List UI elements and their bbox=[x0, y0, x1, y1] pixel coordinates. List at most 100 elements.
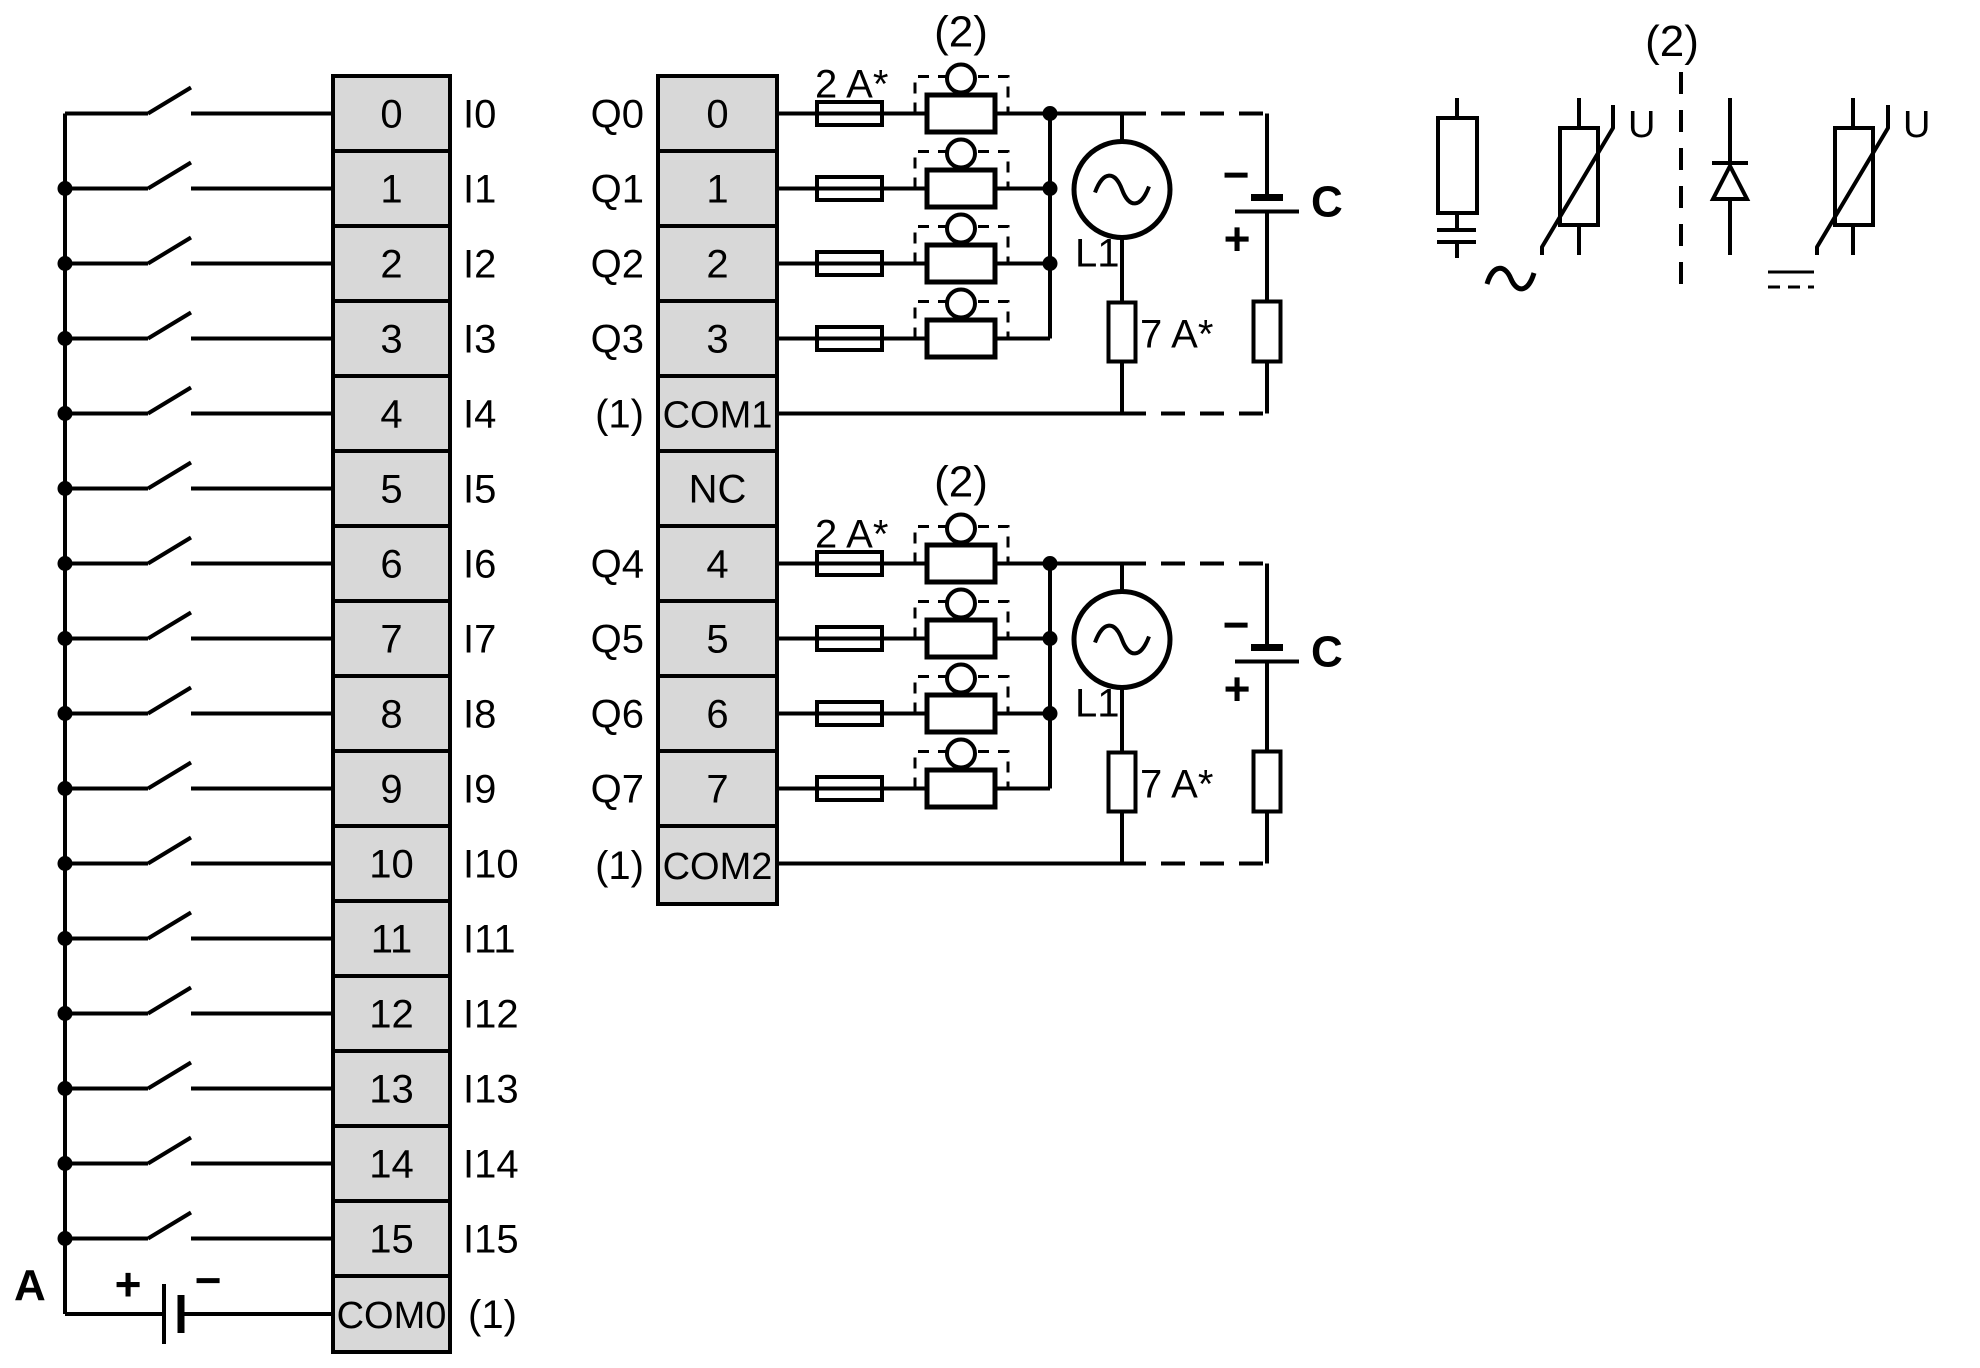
ac-source-label: L1 bbox=[1075, 232, 1120, 276]
protection-note: (2) bbox=[934, 8, 988, 57]
switch-blade-icon bbox=[146, 985, 193, 1016]
switch-blade-icon bbox=[146, 1210, 193, 1241]
input-channel-label: I9 bbox=[463, 768, 496, 812]
com0-note: (1) bbox=[468, 1293, 517, 1337]
output-channel-label: Q7 bbox=[591, 768, 644, 812]
output-channel-label: Q2 bbox=[591, 243, 644, 287]
input-common-cell bbox=[331, 1274, 452, 1354]
fuse-icon bbox=[1251, 749, 1283, 814]
input-switch-row bbox=[57, 1060, 333, 1096]
input-terminal-number: 7 bbox=[380, 618, 402, 662]
input-switch-row bbox=[57, 1210, 333, 1246]
junction-dot bbox=[57, 856, 73, 871]
fuse-icon bbox=[815, 325, 884, 352]
lamp-icon bbox=[945, 62, 977, 95]
fuse-icon bbox=[815, 550, 884, 577]
switch-blade-icon bbox=[146, 385, 193, 416]
input-terminal-number: 6 bbox=[380, 543, 402, 587]
input-channel-label: I15 bbox=[463, 1218, 519, 1262]
output-terminal-cell bbox=[656, 299, 779, 378]
junction-dot bbox=[57, 631, 73, 646]
switch-blade-icon bbox=[146, 910, 193, 941]
output-terminal-number: 3 bbox=[706, 318, 728, 362]
ac-symbol-icon bbox=[1484, 265, 1537, 292]
output-terminal-number: 1 bbox=[706, 168, 728, 212]
dc-supply-symbol bbox=[1235, 563, 1299, 864]
input-terminal-cell bbox=[331, 149, 452, 228]
input-channel-label: I13 bbox=[463, 1068, 519, 1112]
switch-blade-icon bbox=[146, 460, 193, 491]
junction-dot bbox=[57, 1156, 73, 1171]
output-channel-label: Q5 bbox=[591, 618, 644, 662]
sine-wave-icon bbox=[1093, 623, 1151, 656]
junction-dot bbox=[57, 481, 73, 496]
input-terminal-cell bbox=[331, 674, 452, 753]
output-channel-label: Q6 bbox=[591, 693, 644, 737]
input-battery-symbol: + − bbox=[65, 1254, 333, 1344]
input-terminal-cell bbox=[331, 749, 452, 828]
lamp-icon bbox=[945, 737, 977, 770]
input-switch-row bbox=[57, 835, 333, 871]
junction-dot bbox=[57, 256, 73, 271]
input-channel-label: I14 bbox=[463, 1143, 519, 1187]
input-terminal-number: 13 bbox=[369, 1068, 414, 1112]
dc-symbol-icon bbox=[1768, 270, 1814, 289]
output-terminal-number: COM2 bbox=[663, 846, 773, 888]
ac-source-label: L1 bbox=[1075, 682, 1120, 726]
output-fuse-rating: 2 A* bbox=[815, 63, 888, 107]
protection-legend: (2) U bbox=[1436, 17, 1930, 292]
switch-blade-icon bbox=[146, 160, 193, 191]
output-terminal-number: COM1 bbox=[663, 395, 773, 437]
switch-blade-icon bbox=[146, 235, 193, 266]
input-terminal-number: 10 bbox=[369, 843, 414, 887]
input-terminal-cell bbox=[331, 974, 452, 1053]
input-switch-row bbox=[57, 310, 333, 346]
ac-source-symbol bbox=[1071, 563, 1173, 864]
dc-supply-label: C bbox=[1311, 178, 1343, 227]
output-row bbox=[777, 587, 1058, 660]
input-channel-label: I11 bbox=[463, 918, 516, 962]
input-terminal-number: 15 bbox=[369, 1218, 414, 1262]
input-switch-row bbox=[57, 1135, 333, 1171]
junction-dot bbox=[57, 931, 73, 946]
input-channel-label: I5 bbox=[463, 468, 496, 512]
junction-dot bbox=[57, 781, 73, 796]
lamp-icon bbox=[945, 137, 977, 170]
input-switch-row bbox=[65, 85, 333, 116]
input-switch-row bbox=[57, 760, 333, 796]
output-terminal-number: 6 bbox=[706, 693, 728, 737]
output-row bbox=[777, 212, 1058, 285]
output-channel-label: Q4 bbox=[591, 543, 644, 587]
input-terminal-number: 0 bbox=[380, 93, 402, 137]
input-switch-row bbox=[57, 610, 333, 646]
switch-blade-icon bbox=[146, 760, 193, 791]
input-terminal-number: 8 bbox=[380, 693, 402, 737]
varistor-icon: U bbox=[1540, 98, 1655, 255]
input-switch-row bbox=[57, 535, 333, 571]
load-icon bbox=[924, 767, 998, 810]
output-row bbox=[777, 62, 1122, 135]
junction-dot bbox=[57, 406, 73, 421]
output-terminal-number: 0 bbox=[706, 93, 728, 137]
lamp-icon bbox=[945, 287, 977, 320]
fuse-icon bbox=[1251, 299, 1283, 364]
switch-blade-icon bbox=[146, 1060, 193, 1091]
battery-plus-label: + bbox=[115, 1258, 142, 1310]
lamp-icon bbox=[945, 512, 977, 545]
voltage-label: U bbox=[1903, 104, 1930, 146]
output-channel-label: Q1 bbox=[591, 168, 644, 212]
output-group: (2)2 A*L17 A*C−+ bbox=[777, 8, 1343, 416]
supply-fuse-rating: 7 A* bbox=[1140, 313, 1213, 357]
input-common-label: COM0 bbox=[337, 1295, 447, 1337]
junction-dot bbox=[57, 556, 73, 571]
output-terminal-number: 2 bbox=[706, 243, 728, 287]
ac-source-symbol bbox=[1071, 113, 1173, 414]
input-switch-row bbox=[57, 685, 333, 721]
load-icon bbox=[924, 167, 998, 210]
input-terminal-number: 14 bbox=[369, 1143, 414, 1187]
fuse-icon bbox=[815, 625, 884, 652]
dc-supply-symbol bbox=[1235, 113, 1299, 414]
switch-blade-icon bbox=[146, 310, 193, 341]
